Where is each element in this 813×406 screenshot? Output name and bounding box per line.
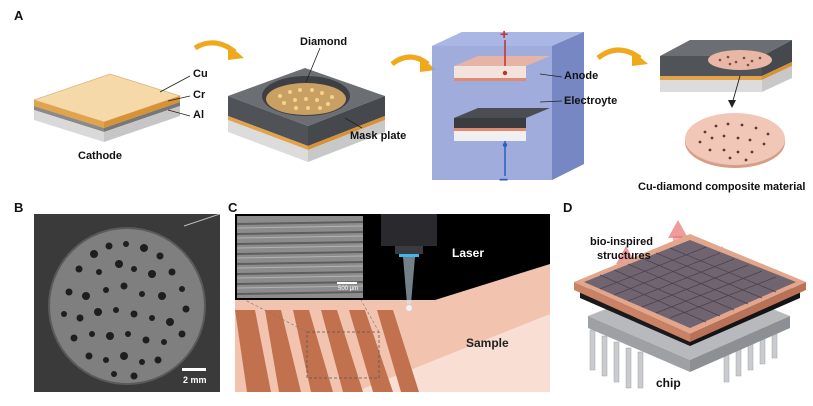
anode-pointer [539,73,563,78]
electrode-plus-label: + [500,26,509,42]
cathode-label: Cathode [78,150,122,162]
panel-d-label: D [563,200,573,215]
mask-plate-pointer [344,117,363,129]
anode-label: Anode [564,70,599,82]
bio-structures-label-line2: structures [597,250,651,262]
al-layer-label: Al [193,109,204,121]
electrolyte-pointer [539,100,563,103]
result-pointer [731,75,741,105]
sem-photo-b [34,214,220,392]
panel-b-label: B [14,200,24,215]
panel-c-label: C [228,200,238,215]
scale-bar-b-label: 2 mm [183,375,207,385]
cr-pointer [167,95,191,102]
cu-pointer [159,75,191,93]
mask-plate [228,68,385,162]
composite-label: Cu-diamond composite material [638,181,806,193]
chip-label: chip [656,376,681,390]
bio-structures-label-line1: bio-inspired [590,236,653,248]
diamond-label: Diamond [300,36,348,48]
electrolyte-cell [432,32,584,180]
mask-plate-label: Mask plate [350,130,407,142]
panel-a-label: A [14,8,24,23]
diamond-pointer [305,47,321,83]
electrolyte-label: Electroyte [564,95,618,107]
cu-layer-label: Cu [193,68,208,80]
inset-scale-label: 500 μm [338,286,359,292]
laser-label: Laser [452,246,485,260]
scale-bar-b [182,368,206,371]
al-pointer [167,109,191,117]
cr-layer-label: Cr [193,89,206,101]
laser-scene-c [235,214,550,392]
cathode-stack [32,73,182,142]
electrode-minus-label: − [499,172,509,189]
sample-label: Sample [466,336,509,350]
sem-inset-c [236,216,364,298]
composite-disk [685,113,785,168]
